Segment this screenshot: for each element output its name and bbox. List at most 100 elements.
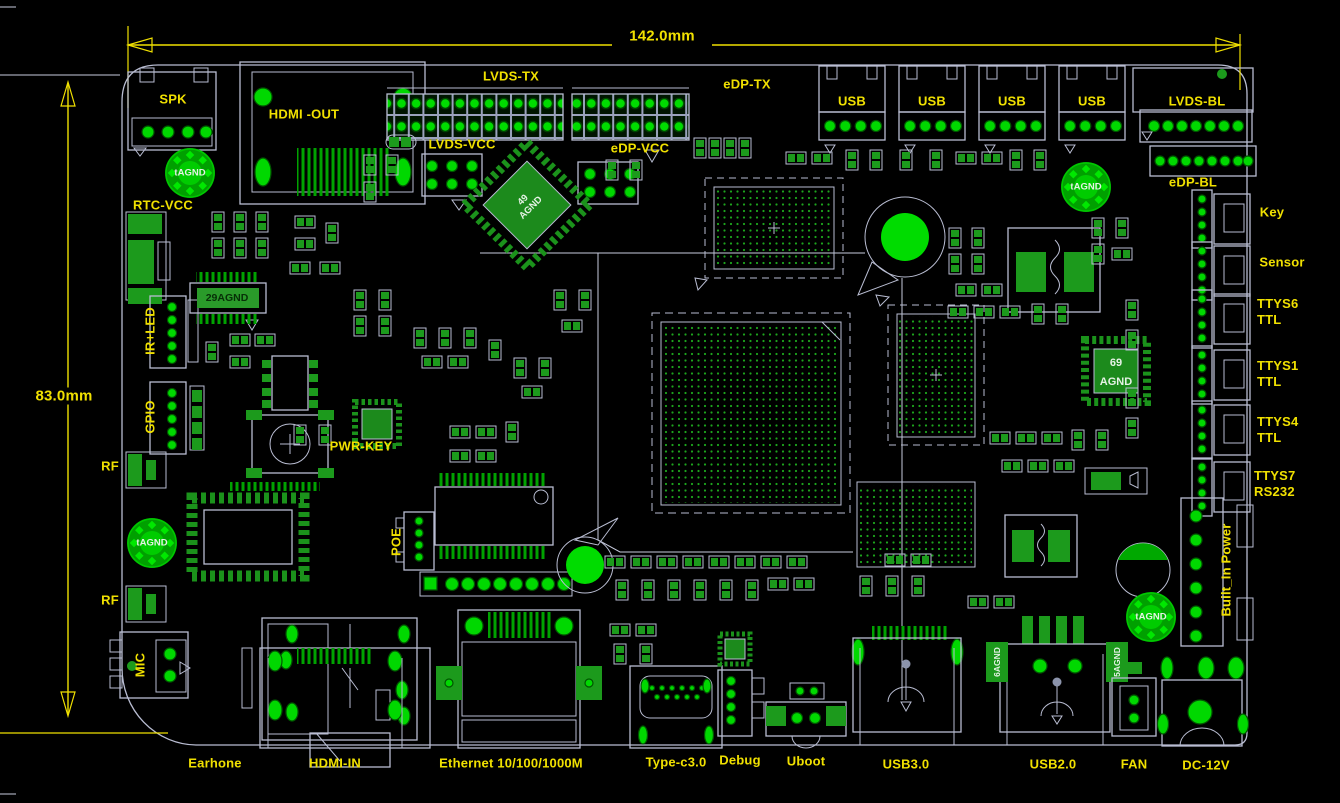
- marking-agnd69-line1: 69: [1109, 357, 1123, 369]
- speaker-pad-right: [1084, 467, 1148, 495]
- usb-pin-headers: [818, 65, 1126, 154]
- marking-agnd69-line2: AGND: [1099, 376, 1133, 388]
- label-usb-1: USB: [837, 93, 867, 109]
- debug-connector: [717, 669, 765, 737]
- dc12v-jack: [1156, 656, 1250, 747]
- earphone-jack: [261, 617, 418, 768]
- qfp-left-large: [186, 482, 320, 582]
- board-outline: [121, 64, 1248, 746]
- uboot-button: [765, 682, 847, 749]
- mic-connector: [109, 631, 191, 699]
- label-rf-1: RF: [101, 458, 119, 474]
- usb3-port: [851, 626, 964, 745]
- dimension-width-label: 142.0mm: [623, 27, 701, 45]
- marking-tagnd-4: tAGND: [1135, 611, 1167, 623]
- electrolytic-cap: [1115, 542, 1171, 598]
- label-edp-tx: eDP-TX: [723, 76, 771, 92]
- fan-connector: [1111, 662, 1157, 737]
- ir-led-connector: [149, 295, 199, 369]
- gpio-connector: [149, 381, 205, 455]
- label-spk: SPK: [159, 91, 187, 107]
- label-rtc-vcc: RTC-VCC: [133, 197, 193, 213]
- inductor-right-top: [1007, 227, 1101, 313]
- marking-agnd5: 5AGND: [1112, 647, 1122, 677]
- label-ttys6: TTYS6 TTL: [1257, 296, 1298, 328]
- inductor-right-bottom: [1004, 514, 1078, 578]
- screen-corner-marks: [0, 6, 16, 795]
- lvds-bl-connector: [1132, 67, 1254, 143]
- label-poe: POE: [388, 527, 404, 557]
- label-debug: Debug: [719, 752, 761, 768]
- label-ttys1-line2: TTL: [1257, 374, 1282, 389]
- label-ttys7-line1: TTYS7: [1254, 468, 1296, 483]
- hdmi-in-connector: [241, 647, 431, 749]
- label-key: Key: [1259, 204, 1285, 220]
- bga-lower: [856, 481, 976, 568]
- ethernet-jack: [436, 609, 602, 749]
- lvds-tx-header: [386, 87, 564, 141]
- label-edp-vcc: eDP-VCC: [610, 140, 670, 156]
- built-in-power-connector: [1180, 497, 1254, 647]
- label-ttys1-line1: TTYS1: [1257, 358, 1299, 373]
- poe-connector: [395, 511, 435, 571]
- marking-agnd6: 6AGND: [992, 647, 1002, 677]
- label-lvds-bl: LVDS-BL: [1168, 93, 1226, 109]
- marking-agnd29: 29AGND: [205, 292, 249, 304]
- rf-pad-top: [125, 451, 167, 489]
- bga-upper: [704, 177, 844, 279]
- dimension-graphics: [0, 26, 1243, 734]
- label-earhone: Earhone: [188, 755, 242, 771]
- bga-main: [651, 312, 851, 514]
- qfp49-chip: [458, 136, 596, 274]
- right-edge-connectors: [1191, 189, 1251, 517]
- label-usb3: USB3.0: [882, 756, 930, 772]
- label-usb-4: USB: [1077, 93, 1107, 109]
- label-lvds-vcc: LVDS-VCC: [428, 136, 496, 152]
- label-fan: FAN: [1120, 756, 1148, 772]
- soic-vertical-left: [262, 355, 318, 411]
- label-sensor: Sensor: [1259, 254, 1305, 270]
- label-ethernet: Ethernet 10/100/1000M: [439, 755, 583, 771]
- label-uboot: Uboot: [786, 753, 826, 769]
- label-rf-2: RF: [101, 592, 119, 608]
- label-mic: MIC: [132, 652, 148, 678]
- teardrop-pad-upper: [857, 196, 946, 296]
- label-ttys6-line1: TTYS6: [1257, 296, 1299, 311]
- rtc-vcc-component: [125, 211, 171, 304]
- label-dc12v: DC-12V: [1182, 757, 1230, 773]
- label-usb-3: USB: [997, 93, 1027, 109]
- marking-tagnd-1: tAGND: [174, 167, 206, 179]
- label-ttys7-line2: RS232: [1254, 484, 1295, 499]
- label-ttys4-line2: TTL: [1257, 430, 1282, 445]
- type-c-connector: [629, 665, 723, 749]
- bga-right: [887, 304, 985, 446]
- qfp-small-mid: [352, 399, 402, 449]
- label-ttys7: TTYS7 RS232: [1254, 468, 1295, 500]
- label-ttys6-line2: TTL: [1257, 312, 1282, 327]
- usb2-port: [986, 616, 1128, 745]
- pwr-key-button: [246, 410, 334, 478]
- soic-center: [419, 473, 573, 597]
- marking-tagnd-3: tAGND: [136, 537, 168, 549]
- label-usb2: USB2.0: [1029, 756, 1077, 772]
- label-lvds-tx: LVDS-TX: [482, 68, 540, 84]
- label-type-c: Type-c3.0: [645, 754, 707, 770]
- label-ttys4-line1: TTYS4: [1257, 414, 1299, 429]
- label-hdmi-out: HDMI -OUT: [268, 106, 340, 122]
- label-usb-2: USB: [917, 93, 947, 109]
- label-ttys4: TTYS4 TTL: [1257, 414, 1298, 446]
- edp-tx-header: [571, 87, 690, 141]
- label-gpio: GPIO: [142, 400, 158, 434]
- label-ir-led: IR+LED: [142, 307, 158, 355]
- dimension-height-label: 83.0mm: [29, 387, 99, 405]
- lvds-vcc-block: [385, 134, 483, 211]
- rf-pad-bottom: [125, 585, 167, 623]
- spk-connector: [127, 67, 217, 157]
- edp-bl-connector: [1149, 145, 1257, 177]
- marking-tagnd-2: tAGND: [1070, 181, 1102, 193]
- label-pwr-key: PWR-KEY: [329, 438, 393, 454]
- label-edp-bl: eDP-BL: [1168, 174, 1218, 190]
- label-hdmi-in: HDMI-IN: [309, 755, 361, 771]
